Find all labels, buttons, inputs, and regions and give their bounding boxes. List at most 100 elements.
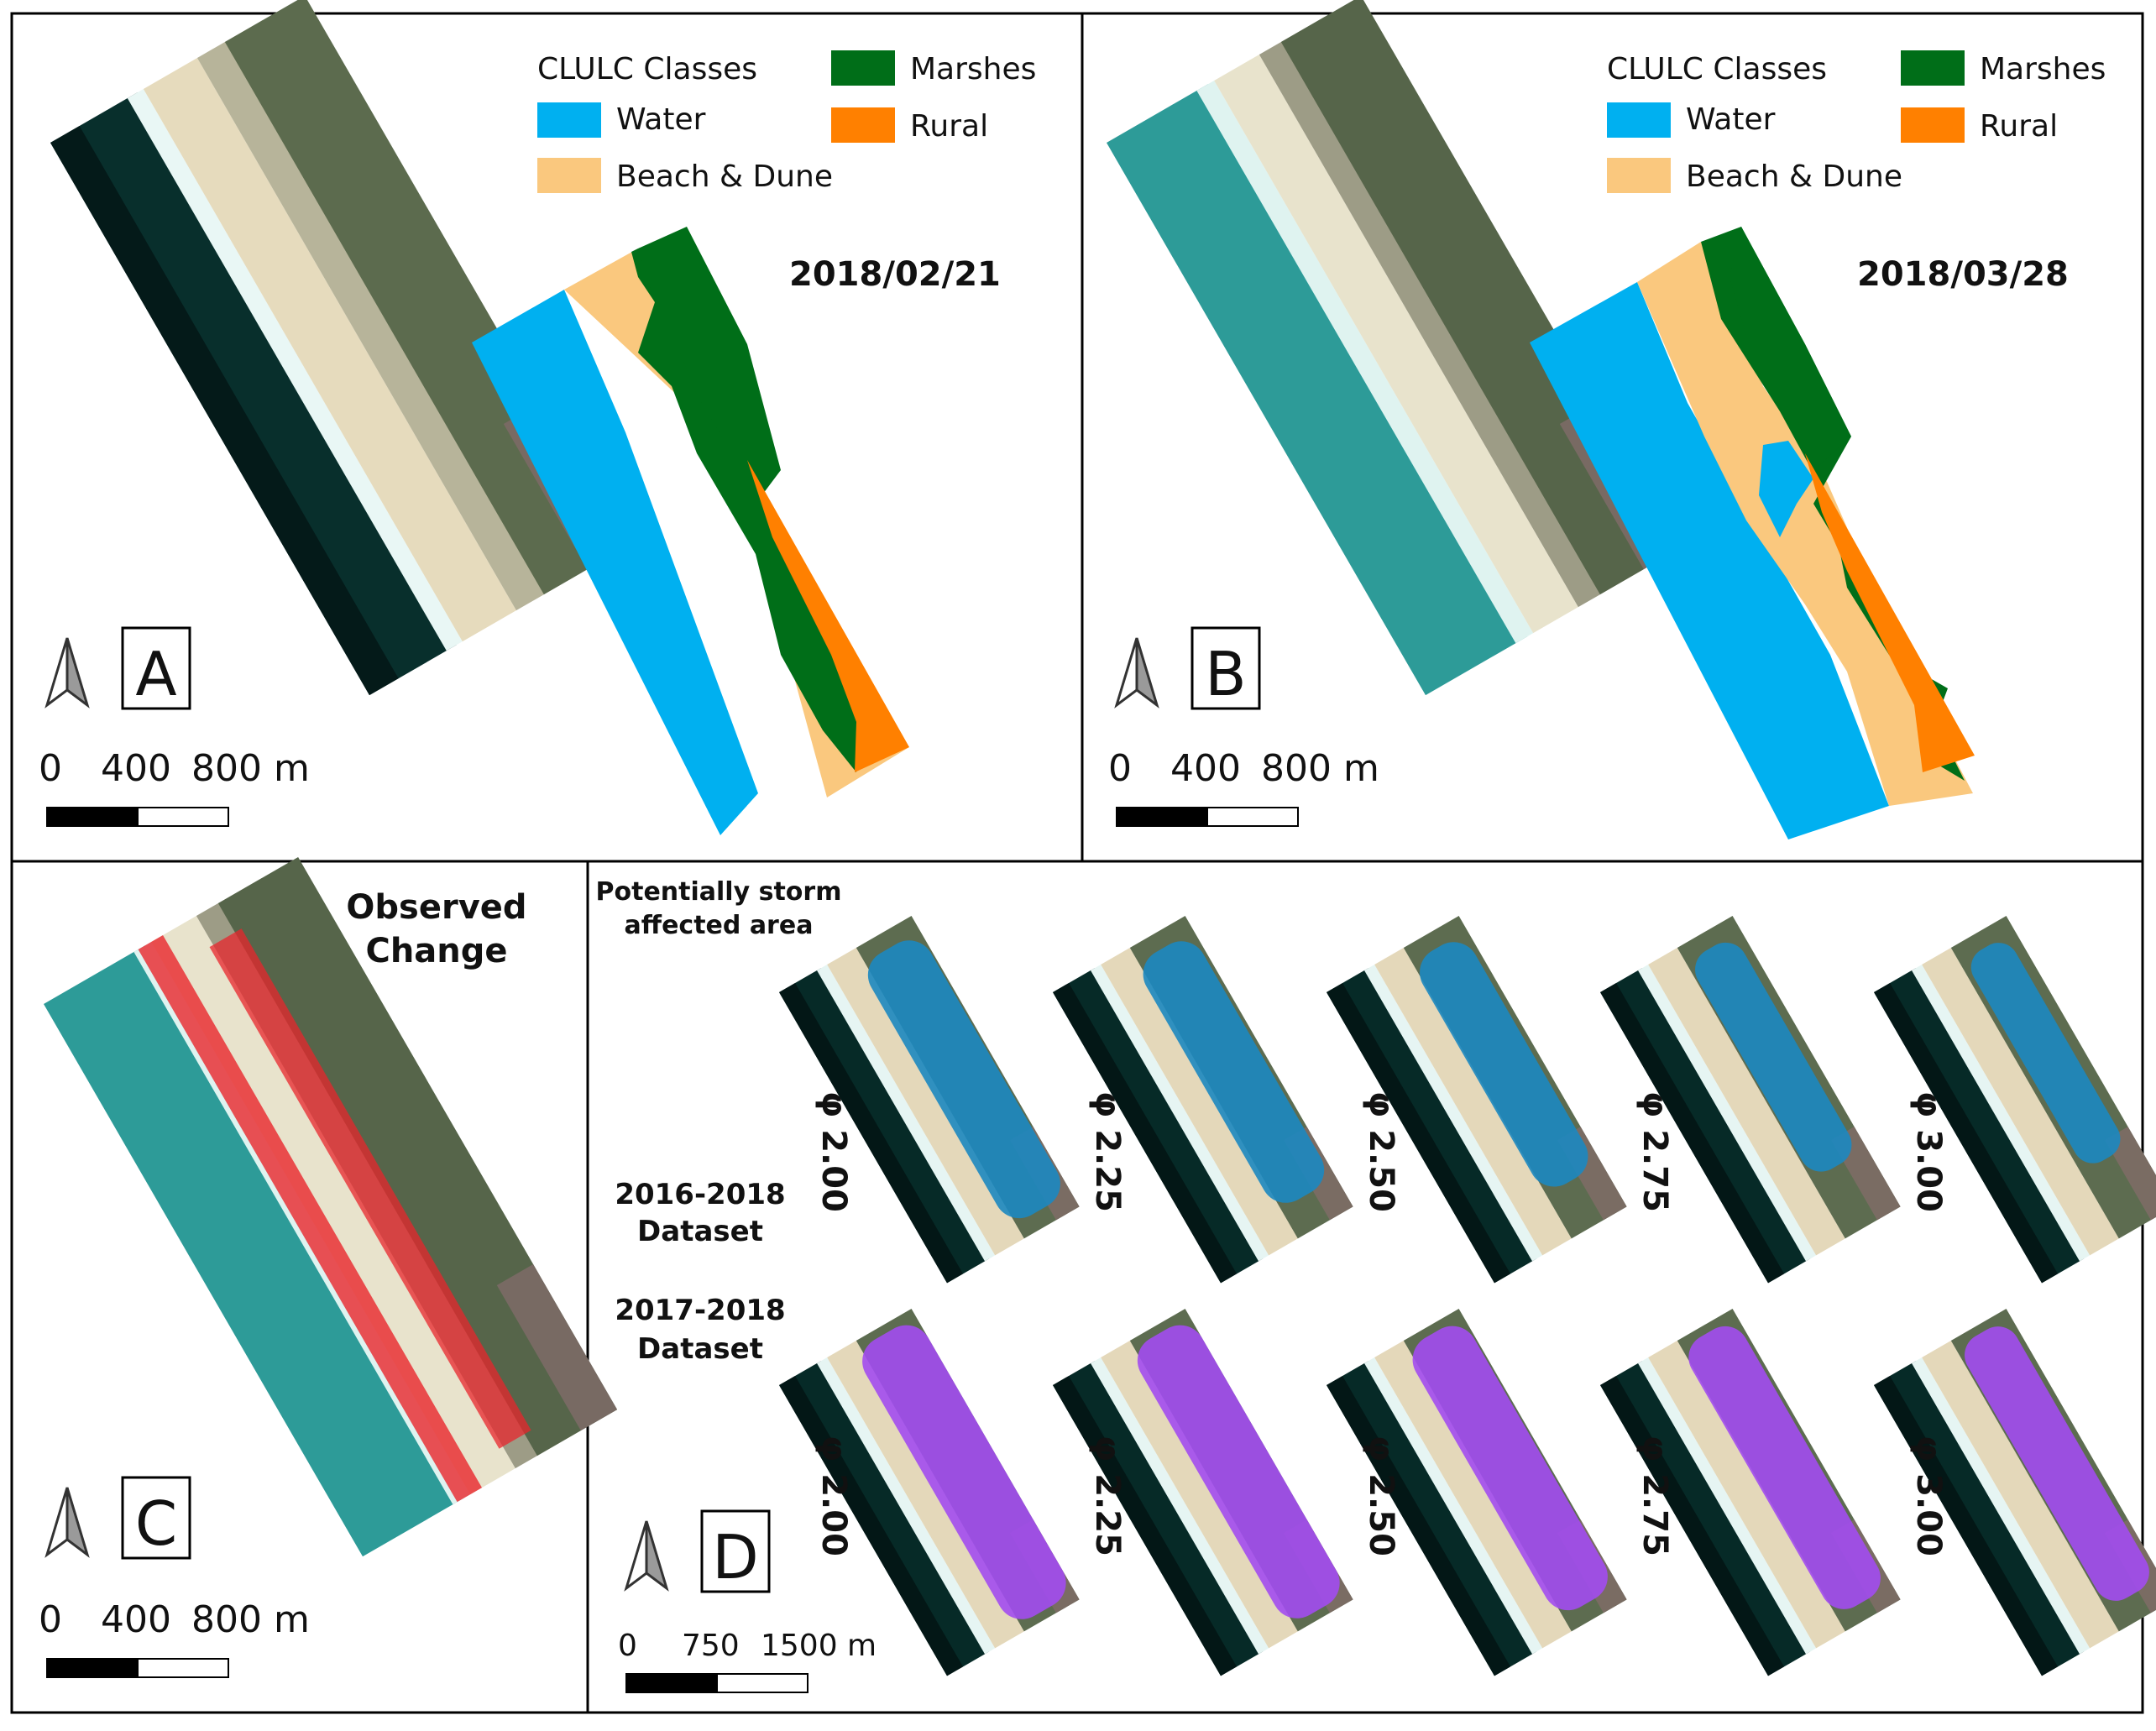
panel-d-title-line2: affected area: [625, 911, 814, 940]
panel-b-classification-map: [1530, 227, 1975, 839]
scale-label-0: 0: [1108, 747, 1132, 790]
scale-label-1500m: 1500 m: [761, 1629, 877, 1663]
phi-label: φ 2.75: [1635, 1091, 1674, 1212]
phi-label: φ 2.25: [1088, 1436, 1127, 1556]
legend-label-rural: Rural: [910, 109, 988, 144]
storm-affected-area: [1137, 1325, 1340, 1619]
panel-d-letter: D: [712, 1522, 758, 1592]
panel-a-classification-map: [472, 227, 909, 835]
scale-label-800m: 800 m: [1261, 747, 1379, 790]
legend-label-water: Water: [1686, 102, 1776, 137]
phi-label: φ 2.00: [814, 1091, 853, 1212]
scale-label-400: 400: [1170, 747, 1241, 790]
storm-affected-area: [862, 1325, 1066, 1619]
mini-map: [1600, 1309, 1901, 1676]
phi-label: φ 2.75: [1635, 1436, 1674, 1556]
panel-c-title-line2: Change: [365, 932, 507, 970]
panel-d-frame: [586, 860, 2144, 1714]
legend-title: CLULC Classes: [537, 52, 757, 86]
marshes-area-upper: [1730, 227, 1851, 470]
marshes-area-upper: [638, 227, 781, 504]
legend-swatch-beach-dune: [1607, 158, 1671, 193]
phi-label: φ 2.50: [1362, 1436, 1400, 1556]
scale-label-800m: 800 m: [191, 1598, 310, 1641]
legend-swatch-beach-dune: [537, 158, 601, 193]
phi-labels-row-1: φ 2.00 φ 2.25 φ 2.50 φ 2.75 φ 3.00: [814, 1091, 1948, 1212]
dataset-2016-2018-line1: 2016-2018: [615, 1178, 785, 1211]
mini-map: [1327, 916, 1627, 1284]
scale-label-0: 0: [618, 1629, 637, 1663]
panel-b-letter: B: [1205, 639, 1246, 709]
mini-map: [1874, 1309, 2156, 1676]
scale-label-0: 0: [39, 747, 62, 790]
legend-swatch-rural: [1901, 107, 1965, 143]
legend-swatch-marshes: [831, 50, 895, 86]
observed-change-area: [138, 935, 483, 1503]
mini-map: [1600, 916, 1901, 1284]
storm-affected-area: [1412, 1326, 1608, 1611]
rural-area: [1805, 453, 1975, 772]
observed-change-area: [209, 928, 531, 1449]
water-area: [472, 290, 758, 835]
storm-affected-area: [1965, 1326, 2149, 1601]
panel-c-letter: C: [135, 1488, 177, 1559]
panel-a-letter-box: [121, 626, 191, 710]
legend-label-beach-dune: Beach & Dune: [616, 160, 833, 194]
panel-c-letter-box: [121, 1476, 191, 1560]
mini-map: [1327, 1309, 1627, 1676]
storm-affected-area: [1695, 942, 1852, 1172]
scale-bar: [1116, 807, 1299, 827]
panel-a: CLULC Classes Water Beach & Dune Marshes…: [39, 0, 1036, 835]
rural-area: [747, 460, 909, 772]
scale-label-750: 750: [682, 1629, 740, 1663]
water-lagoon-area: [1759, 441, 1813, 537]
scale-bar: [46, 1658, 229, 1678]
dataset-2017-2018-line2: Dataset: [637, 1332, 763, 1366]
panel-a-date: 2018/02/21: [789, 255, 1001, 294]
scale-bar: [46, 807, 229, 827]
panel-c-title-line1: Observed: [346, 888, 526, 927]
scale-label-0: 0: [39, 1598, 62, 1641]
row-2017-2018: [779, 1309, 2156, 1676]
phi-label: φ 2.25: [1088, 1091, 1127, 1212]
panel-c-satellite-image: [44, 857, 618, 1557]
panel-a-letter: A: [135, 639, 176, 709]
panel-b-legend: CLULC Classes Water Beach & Dune Marshes…: [1607, 50, 2106, 194]
mini-map: [1053, 916, 1353, 1284]
scale-label-400: 400: [101, 1598, 171, 1641]
legend-label-beach-dune: Beach & Dune: [1686, 160, 1902, 194]
mini-map: [779, 916, 1080, 1284]
beach-dune-area: [1637, 242, 1973, 806]
panel-b-date: 2018/03/28: [1857, 255, 2069, 294]
north-arrow-icon: [1115, 636, 1159, 707]
legend-swatch-water: [1607, 102, 1671, 138]
panel-b: CLULC Classes Water Beach & Dune Marshes…: [1107, 0, 2106, 839]
scale-bar: [625, 1673, 808, 1693]
water-area: [1530, 282, 1889, 839]
dataset-2017-2018-line1: 2017-2018: [615, 1294, 785, 1327]
legend-label-water: Water: [616, 102, 706, 137]
mini-map: [1874, 916, 2156, 1284]
north-arrow-icon: [45, 1486, 89, 1556]
north-arrow-icon: [625, 1519, 668, 1590]
marshes-area: [631, 248, 865, 772]
phi-label: φ 2.00: [814, 1436, 853, 1556]
panel-d-letter-box: [700, 1509, 771, 1593]
panel-a-legend: CLULC Classes Water Beach & Dune Marshes…: [537, 50, 1036, 194]
legend-label-rural: Rural: [1980, 109, 2058, 144]
scale-label-800m: 800 m: [191, 747, 310, 790]
legend-label-marshes: Marshes: [1980, 52, 2106, 86]
north-arrow-icon: [45, 636, 89, 707]
legend-label-marshes: Marshes: [910, 52, 1036, 86]
panel-d: Potentially storm affected area 2016-201…: [596, 877, 2156, 1693]
legend-swatch-rural: [831, 107, 895, 143]
dataset-2016-2018-line2: Dataset: [637, 1215, 763, 1248]
phi-label: φ 3.00: [1909, 1091, 1948, 1212]
legend-title: CLULC Classes: [1607, 52, 1827, 86]
phi-labels-row-2: φ 2.00 φ 2.25 φ 2.50 φ 2.75 φ 3.00: [814, 1436, 1948, 1556]
storm-affected-area: [1420, 942, 1588, 1187]
scale-label-400: 400: [101, 747, 171, 790]
panel-c: Observed Change C 0 400 800 m: [39, 857, 618, 1678]
phi-label: φ 3.00: [1909, 1436, 1948, 1556]
